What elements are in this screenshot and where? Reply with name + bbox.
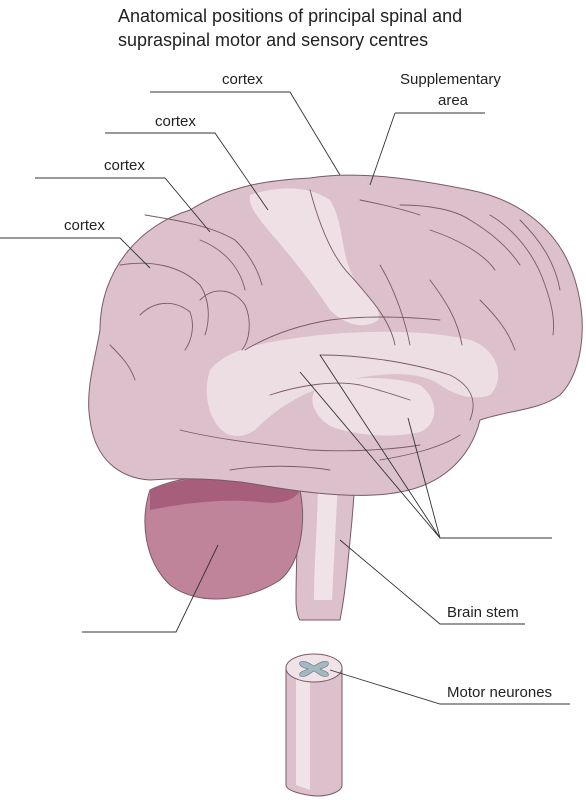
- leader-line-cortex-lower: [0, 237, 151, 269]
- label-cortex-middle: cortex: [104, 157, 145, 174]
- label-cortex-lower: cortex: [64, 217, 105, 234]
- diagram-title: Anatomical positions of principal spinal…: [118, 6, 463, 50]
- leader-line-motor-neurones: [329, 669, 570, 705]
- leader-line-supplementary: [369, 112, 485, 186]
- label-supplementary-line1: Supplementary: [400, 71, 501, 88]
- leader-line-cortex-middle: [35, 177, 211, 233]
- leader-line-brain-stem: [339, 539, 525, 625]
- label-brain-stem: Brain stem: [447, 604, 519, 621]
- leader-line-cortex-top: [150, 91, 341, 176]
- label-supplementary-line2: area: [438, 92, 469, 109]
- cerebrum: [88, 174, 583, 496]
- label-cortex-upper: cortex: [155, 113, 196, 130]
- cerebellum: [144, 474, 304, 600]
- leader-line-cerebellum: [82, 544, 219, 633]
- label-cortex-top: cortex: [222, 71, 263, 88]
- leader-line-thalamic: [299, 354, 552, 539]
- label-motor-neurones: Motor neurones: [447, 684, 552, 701]
- grey-matter-butterfly: [299, 661, 329, 677]
- leader-line-cortex-upper: [105, 132, 269, 211]
- spinal-cord-segment: [285, 653, 343, 797]
- leader-lines: [0, 91, 570, 705]
